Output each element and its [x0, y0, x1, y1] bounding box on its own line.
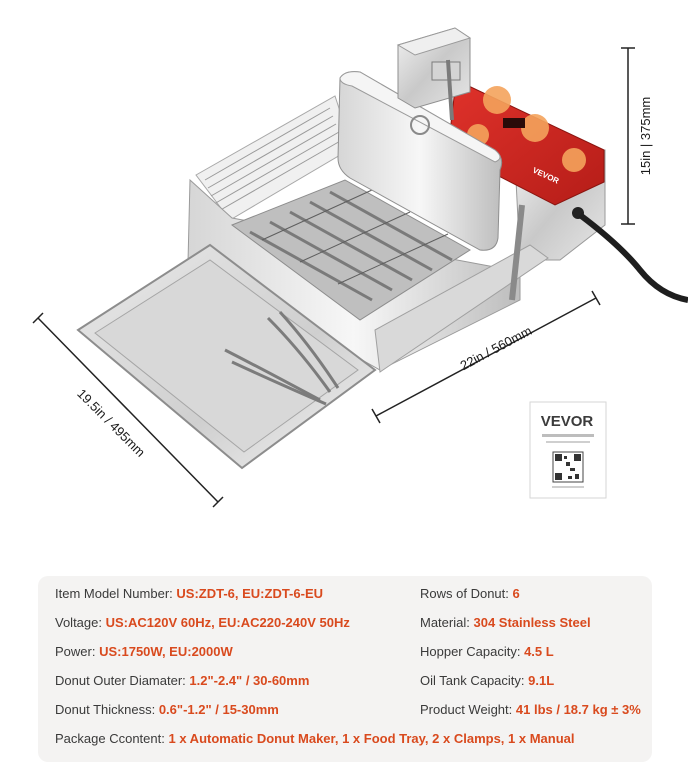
spec-voltage-label: Voltage: [55, 615, 102, 630]
spec-package-value: 1 x Automatic Donut Maker, 1 x Food Tray… [168, 731, 575, 746]
spec-voltage: Voltage: US:AC120V 60Hz, EU:AC220-240V 5… [55, 615, 350, 631]
spec-oil-tank-label: Oil Tank Capacity: [420, 673, 525, 688]
spec-diameter: Donut Outer Diamater: 1.2"-2.4" / 30-60m… [55, 673, 309, 689]
spec-hopper-value: 4.5 L [524, 644, 554, 659]
spec-model-label: Item Model Number: [55, 586, 173, 601]
spec-rows-label: Rows of Donut: [420, 586, 509, 601]
spec-hopper: Hopper Capacity: 4.5 L [420, 644, 554, 660]
spec-rows: Rows of Donut: 6 [420, 586, 520, 602]
spec-diameter-value: 1.2"-2.4" / 30-60mm [189, 673, 310, 688]
donut-machine: VEVOR [187, 27, 688, 373]
spec-weight-label: Product Weight: [420, 702, 513, 717]
frying-rack [230, 179, 471, 321]
batter-hopper [337, 71, 503, 251]
height-label: 15in | 375mm [638, 97, 653, 176]
spec-diameter-label: Donut Outer Diamater: [55, 673, 186, 688]
height-dimension: 15in | 375mm [621, 47, 653, 225]
width-label: 22in / 560mm [458, 323, 535, 373]
power-cord [572, 207, 688, 303]
spec-power: Power: US:1750W, EU:2000W [55, 644, 233, 660]
spec-power-label: Power: [55, 644, 96, 659]
spec-panel: Item Model Number: US:ZDT-6, EU:ZDT-6-EU… [38, 576, 652, 762]
display-screen [503, 118, 525, 128]
spec-model: Item Model Number: US:ZDT-6, EU:ZDT-6-EU [55, 586, 323, 602]
spec-rows-value: 6 [512, 586, 520, 601]
spec-voltage-value: US:AC120V 60Hz, EU:AC220-240V 50Hz [105, 615, 350, 630]
spec-weight-value: 41 lbs / 18.7 kg ± 3% [515, 702, 641, 717]
product-illustration: 15in | 375mm VEVOR [32, 27, 688, 508]
motor-housing [396, 27, 472, 121]
spec-material-value: 304 Stainless Steel [473, 615, 591, 630]
spec-package: Package Ccontent: 1 x Automatic Donut Ma… [55, 731, 575, 747]
spec-power-value: US:1750W, EU:2000W [99, 644, 233, 659]
spec-hopper-label: Hopper Capacity: [420, 644, 521, 659]
spec-material: Material: 304 Stainless Steel [420, 615, 591, 631]
spec-oil-tank-value: 9.1L [528, 673, 555, 688]
manual-brand: VEVOR [541, 413, 594, 430]
spec-weight: Product Weight: 41 lbs / 18.7 kg ± 3% [420, 702, 641, 718]
spec-thickness-label: Donut Thickness: [55, 702, 156, 717]
clamps [224, 310, 340, 406]
spec-model-value: US:ZDT-6, EU:ZDT-6-EU [176, 586, 324, 601]
food-tray [76, 243, 377, 470]
spec-oil-tank: Oil Tank Capacity: 9.1L [420, 673, 554, 689]
depth-label: 19.5in / 495mm [74, 386, 148, 460]
spec-material-label: Material: [420, 615, 470, 630]
spec-thickness: Donut Thickness: 0.6"-1.2" / 15-30mm [55, 702, 279, 718]
spec-thickness-value: 0.6"-1.2" / 15-30mm [158, 702, 279, 717]
user-manual: VEVOR [529, 401, 607, 499]
spec-package-label: Package Ccontent: [55, 731, 165, 746]
